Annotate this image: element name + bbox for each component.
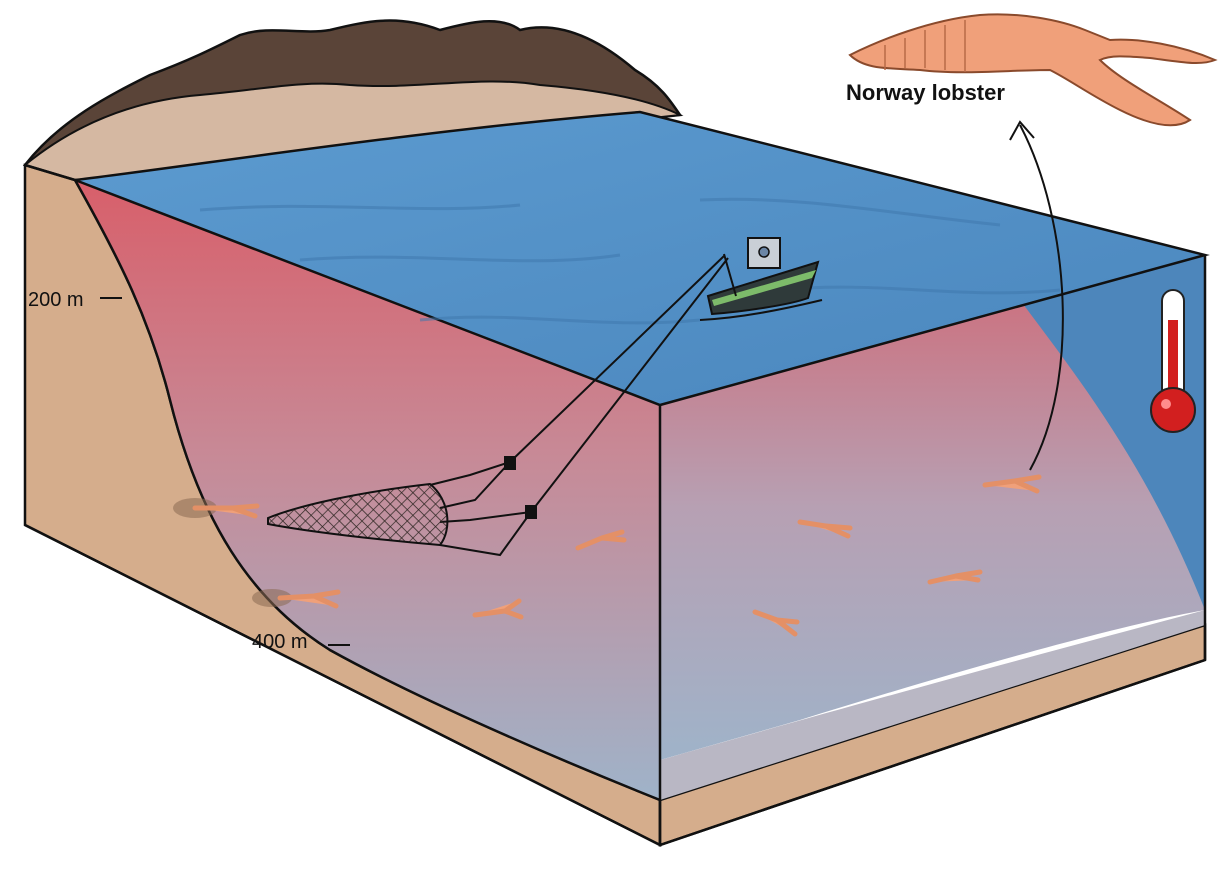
depth-200-text: 200 m — [28, 289, 84, 311]
trawler-boat — [699, 237, 823, 321]
pointer-arrow — [1009, 120, 1064, 471]
trawl-rig — [429, 255, 729, 557]
sea-surface — [74, 110, 1210, 407]
depth-400-text: 400 m — [252, 631, 308, 653]
norway-lobster-illustration — [848, 13, 1218, 127]
species-label: Norway lobster — [846, 80, 1005, 105]
depth-label-400: 400 m — [252, 631, 350, 653]
mountain-range — [22, 19, 684, 182]
depth-label-200: 200 m — [28, 289, 122, 311]
box-edges — [24, 163, 1207, 847]
thermometer-icon — [1150, 289, 1196, 433]
front-water-face — [75, 180, 660, 800]
trawl-net — [267, 482, 449, 547]
lobster-strokes — [192, 474, 1042, 637]
